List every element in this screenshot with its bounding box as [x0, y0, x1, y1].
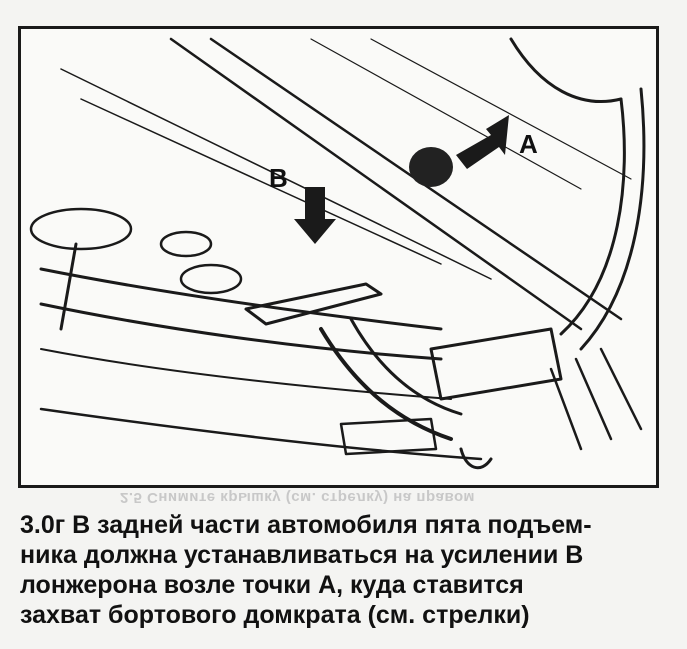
- bleed-through-text: 2.5 Снимите крышку (см. стрелку) на прав…: [120, 489, 476, 506]
- label-a: A: [519, 129, 538, 159]
- illustration-frame: A B: [18, 26, 659, 488]
- caption-line-1: 3.0г В задней части автомобиля пята подъ…: [20, 510, 665, 540]
- caption-line-3: лонжерона возле точки А, куда ставится: [20, 571, 524, 599]
- caption-line-4: захват бортового домкрата (см. стрелки): [20, 601, 530, 629]
- label-b: B: [269, 163, 288, 193]
- car-underbody-drawing: [29, 37, 646, 470]
- caption-text-1: В задней части автомобиля пята подъем-: [65, 511, 592, 539]
- figure-caption: 3.0г В задней части автомобиля пята подъ…: [20, 510, 665, 630]
- caption-line-2: ника должна устанавливаться на усилении …: [20, 541, 584, 569]
- caption-number: 3.0г: [20, 511, 66, 539]
